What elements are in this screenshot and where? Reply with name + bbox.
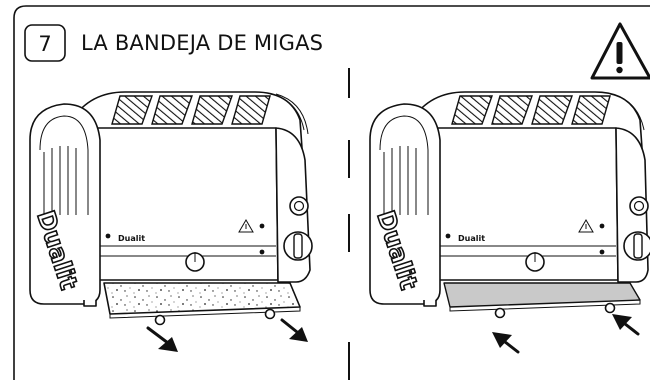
screw bbox=[259, 223, 265, 229]
crumb-tray bbox=[103, 282, 301, 326]
timer-dial-icon bbox=[289, 196, 309, 216]
step-number-badge: 7 bbox=[24, 24, 66, 62]
screw bbox=[445, 233, 451, 239]
panel-frame bbox=[13, 5, 650, 380]
screw bbox=[599, 223, 605, 229]
caution-label-icon bbox=[238, 219, 254, 233]
screw bbox=[105, 233, 111, 239]
lever-knob-icon bbox=[623, 231, 650, 261]
arrow-in-icon bbox=[492, 332, 520, 354]
toaster-right: Dualit Dualit bbox=[369, 91, 650, 354]
brand-logo-front: Dualit bbox=[458, 234, 485, 243]
screw bbox=[599, 249, 605, 255]
toaster-left: Dualit Dualit bbox=[29, 91, 313, 352]
arrow-out-icon bbox=[146, 326, 178, 352]
step-number: 7 bbox=[38, 32, 51, 56]
arrow-in-icon bbox=[612, 314, 640, 336]
arrow-out-icon bbox=[280, 318, 308, 342]
crumb-tray bbox=[443, 282, 641, 319]
brand-logo-front: Dualit bbox=[118, 234, 145, 243]
page-title: LA BANDEJA DE MIGAS bbox=[81, 31, 323, 55]
screw bbox=[259, 249, 265, 255]
caution-label-icon bbox=[578, 219, 594, 233]
timer-dial-icon bbox=[629, 196, 649, 216]
bread-slots bbox=[451, 95, 611, 125]
warning-triangle-icon bbox=[590, 22, 650, 80]
lever-knob-icon bbox=[283, 231, 313, 261]
bread-slots bbox=[111, 95, 271, 125]
